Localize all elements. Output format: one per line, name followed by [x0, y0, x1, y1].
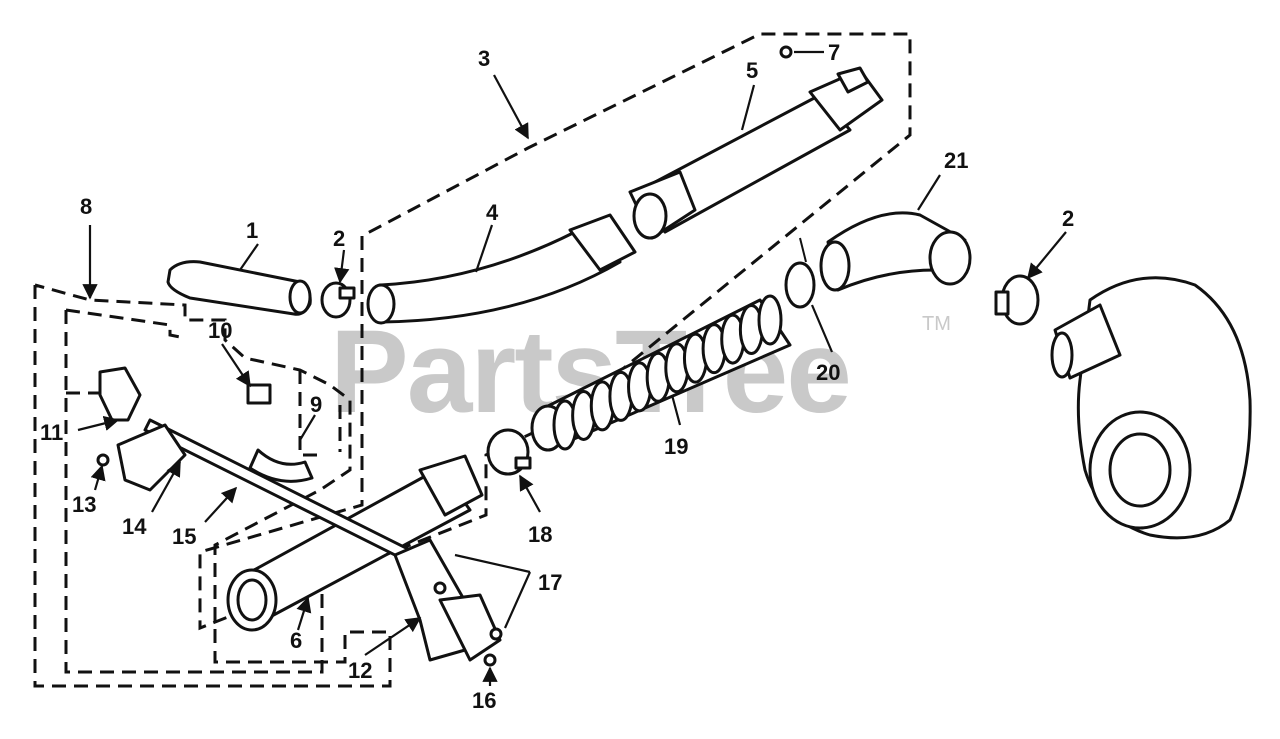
callout-11: 11 [40, 420, 63, 445]
leader-17 [454, 553, 532, 629]
screws-16-17-part [433, 581, 503, 667]
clamp-18-part [486, 428, 532, 476]
leader-2-right [1027, 231, 1067, 280]
callout-17: 17 [538, 570, 562, 595]
flex-hose-rib [757, 294, 783, 346]
leader-12 [364, 617, 422, 656]
elbow-part [819, 211, 972, 292]
leader-6 [296, 596, 312, 631]
callout-2: 2 [333, 226, 345, 251]
upper-curved-tube-part [366, 213, 637, 325]
hose-clamp-part [320, 281, 356, 319]
callout-2-right: 2 [1062, 206, 1074, 231]
lower-tube-part [226, 454, 484, 632]
leader-20 [810, 304, 834, 353]
wire-harness-part [248, 448, 314, 483]
hose-clamp-right-part [994, 274, 1040, 326]
callout-5: 5 [746, 58, 758, 83]
switch-part [246, 383, 272, 405]
callout-1: 1 [246, 218, 258, 243]
callout-16: 16 [472, 688, 496, 713]
leader-14 [151, 460, 181, 513]
callout-4: 4 [486, 200, 499, 225]
assembly-8-dashed-outline [33, 283, 392, 688]
callout-19: 19 [664, 434, 688, 459]
harness-9-dashed-outline [66, 370, 342, 457]
leader-15 [204, 486, 238, 523]
callout-12: 12 [348, 658, 372, 683]
leader-10 [221, 343, 251, 388]
leader-11 [77, 415, 120, 432]
callout-18: 18 [528, 522, 552, 547]
callout-6: 6 [290, 628, 302, 653]
callout-8: 8 [80, 194, 92, 219]
callout-3: 3 [478, 46, 490, 71]
leader-4 [474, 224, 494, 273]
callout-14: 14 [122, 514, 147, 539]
screw-13-part [96, 453, 110, 467]
clamp-20-part [784, 237, 816, 309]
assembly-12-dashed-outline [64, 308, 324, 674]
handle-bracket-part [98, 366, 187, 492]
flex-hose-ribs [552, 294, 783, 451]
watermark-trademark: TM [922, 313, 951, 335]
flex-hose-part [530, 294, 792, 452]
leader-lines [77, 50, 1067, 686]
leader-2 [334, 249, 350, 284]
callout-10: 10 [208, 318, 232, 343]
leader-3 [493, 74, 529, 140]
blower-housing-part [1050, 276, 1252, 540]
callout-20: 20 [816, 360, 840, 385]
leader-21 [917, 174, 941, 211]
callout-9: 9 [310, 392, 322, 417]
callout-21: 21 [944, 148, 968, 173]
leader-18 [519, 474, 541, 513]
leader-9 [299, 414, 316, 441]
screw-7-part [779, 45, 793, 59]
callout-15: 15 [172, 524, 196, 549]
leader-5 [740, 84, 756, 131]
nozzle-part [166, 260, 312, 316]
lower-handle-part [393, 538, 502, 662]
leader-1 [239, 243, 259, 271]
leader-19 [670, 394, 682, 426]
callout-7: 7 [828, 40, 840, 65]
callout-labels: 1 2 3 4 5 6 7 8 9 10 11 12 13 14 15 16 1… [40, 40, 1074, 713]
upper-straight-tube-part [628, 66, 884, 240]
leader-13 [90, 464, 106, 491]
callout-13: 13 [72, 492, 96, 517]
